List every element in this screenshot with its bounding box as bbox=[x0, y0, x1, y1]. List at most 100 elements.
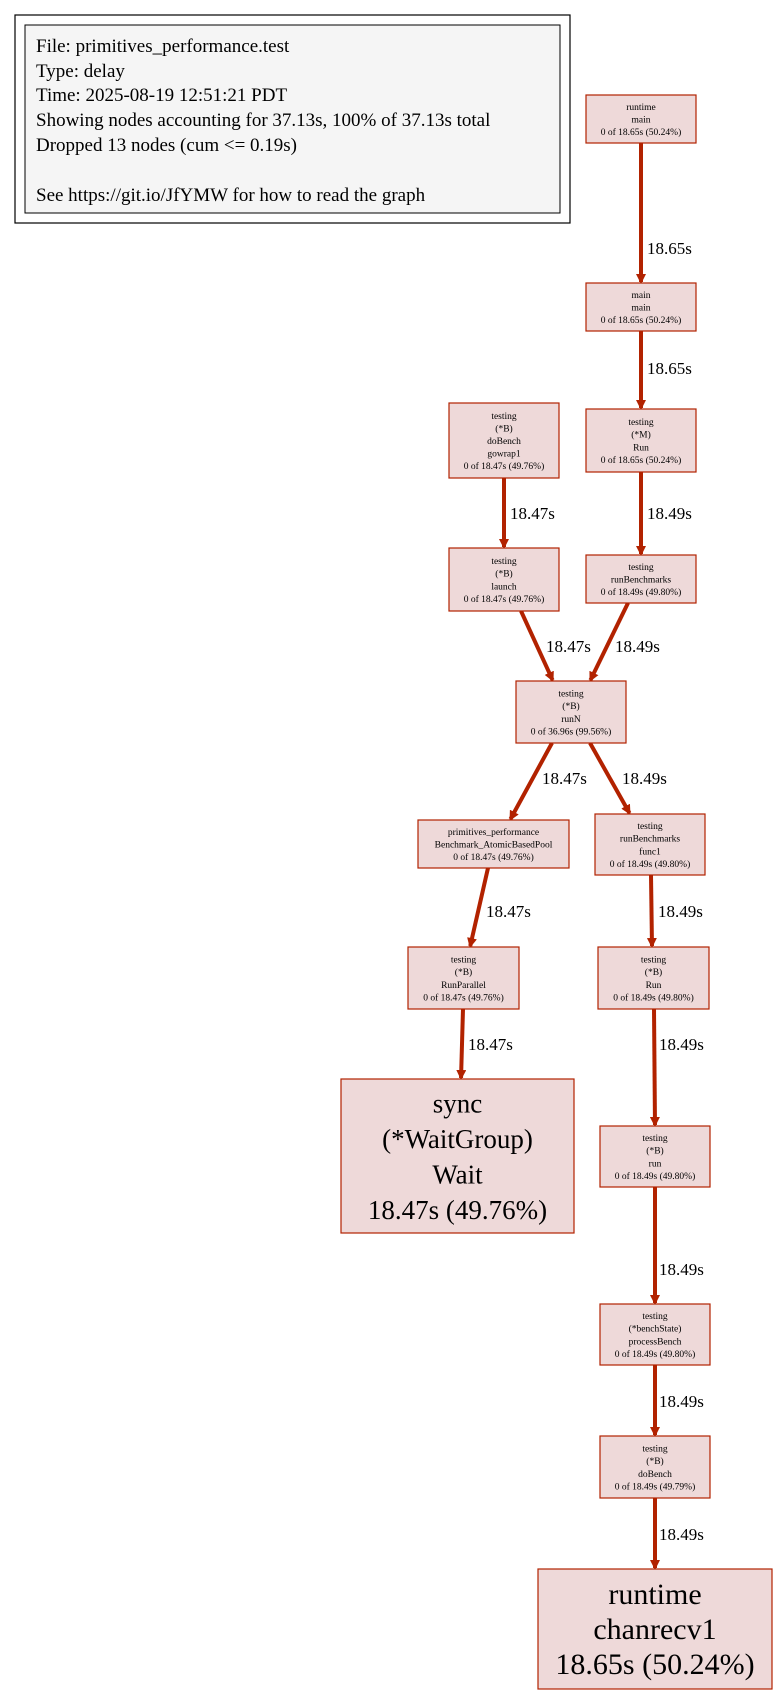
edge-line bbox=[508, 742, 554, 821]
node-label-line: primitives_performance bbox=[448, 827, 539, 838]
node-label-line: runBenchmarks bbox=[620, 835, 680, 845]
legend-line-showing: Showing nodes accounting for 37.13s, 100… bbox=[36, 110, 490, 131]
edge-label: 18.49s bbox=[659, 1392, 704, 1411]
edge-line bbox=[467, 867, 490, 948]
node-label-line: 0 of 18.49s (49.80%) bbox=[610, 859, 690, 870]
node-label-line: 0 of 18.49s (49.80%) bbox=[615, 1349, 695, 1360]
node-label-line: Wait bbox=[432, 1160, 483, 1190]
node-label-line: (*B) bbox=[495, 569, 512, 580]
node-label-line: (*B) bbox=[646, 1146, 663, 1157]
node-label-line: (*M) bbox=[631, 430, 651, 441]
legend-line-see: See https://git.io/JfYMW for how to read… bbox=[36, 185, 426, 206]
node-label-line: 18.65s (50.24%) bbox=[555, 1648, 754, 1681]
edge-line bbox=[588, 602, 630, 682]
node-label-line: (*B) bbox=[455, 967, 472, 978]
edge-testing_runBenchmarks-to-testing_B_runN: 18.49s bbox=[588, 602, 660, 682]
edge-testing_B_doBench_gowrap1-to-testing_B_launch: 18.47s bbox=[499, 478, 555, 549]
node-label-line: 0 of 18.49s (49.80%) bbox=[613, 992, 693, 1003]
node-label-line: 0 of 18.47s (49.76%) bbox=[464, 594, 544, 605]
node-label-line: runBenchmarks bbox=[611, 576, 671, 586]
node-label-line: 0 of 18.49s (49.79%) bbox=[615, 1481, 695, 1492]
node-label-line: 0 of 18.47s (49.76%) bbox=[453, 852, 533, 863]
node-label-line: testing bbox=[641, 956, 667, 966]
edge-label: 18.49s bbox=[615, 637, 660, 656]
node-label-line: testing bbox=[491, 557, 517, 567]
node-label-line: launch bbox=[491, 582, 517, 592]
edge-label: 18.47s bbox=[468, 1035, 513, 1054]
node-label-line: testing bbox=[491, 412, 517, 422]
edge-main_main-to-testing_M_Run: 18.65s bbox=[636, 331, 692, 410]
node-box bbox=[448, 547, 560, 612]
node-label-line: 0 of 18.47s (49.76%) bbox=[464, 461, 544, 472]
legend-line-dropped: Dropped 13 nodes (cum <= 0.19s) bbox=[36, 135, 297, 156]
node-label-line: (*B) bbox=[645, 967, 662, 978]
node-box bbox=[537, 1568, 773, 1690]
legend-box: File: primitives_performance.test Type: … bbox=[14, 14, 571, 224]
legend-line-time: Time: 2025-08-19 12:51:21 PDT bbox=[36, 85, 287, 106]
node-box bbox=[594, 813, 706, 876]
edges-layer: 18.65s 18.65s 18.47s 18.49s 18.47s 18.49s 18.4… bbox=[456, 143, 704, 1570]
node-box bbox=[340, 1078, 575, 1234]
edge-label: 18.49s bbox=[659, 1525, 704, 1544]
edge-testing_runBenchmarks_func1-to-testing_B_Run: 18.49s bbox=[646, 874, 703, 948]
edge-label: 18.49s bbox=[659, 1260, 704, 1279]
node-box bbox=[599, 1435, 711, 1499]
edge-primitives_AtomicBasedPool-to-testing_B_RunParallel: 18.47s bbox=[467, 867, 531, 948]
node-label-line: Run bbox=[646, 981, 662, 991]
node-label-line: 0 of 18.65s (50.24%) bbox=[601, 315, 681, 326]
edge-label: 18.47s bbox=[486, 902, 531, 921]
node-label-line: 18.47s (49.76%) bbox=[368, 1195, 547, 1225]
node-label-line: runtime bbox=[626, 103, 656, 113]
node-label-line: main bbox=[632, 291, 651, 301]
node-label-line: testing bbox=[451, 956, 477, 966]
edge-testing_B_run-to-testing_benchState_processBench: 18.49s bbox=[650, 1187, 704, 1305]
node-box bbox=[585, 554, 697, 604]
edge-label: 18.49s bbox=[658, 902, 703, 921]
edge-label: 18.49s bbox=[647, 504, 692, 523]
node-label-line: func1 bbox=[639, 846, 661, 857]
node-label-line: chanrecv1 bbox=[593, 1613, 716, 1646]
node-label-line: (*B) bbox=[562, 701, 579, 712]
node-primitives-atomicbasedpool[interactable]: primitives_performanceBenchmark_AtomicBa… bbox=[417, 819, 570, 869]
node-label-line: testing bbox=[558, 690, 584, 700]
edge-runtime_main-to-main_main: 18.65s bbox=[636, 143, 692, 284]
node-box bbox=[407, 946, 520, 1010]
edge-line bbox=[649, 1008, 660, 1127]
node-label-line: runtime bbox=[608, 1578, 701, 1611]
edge-testing_B_runN-to-testing_runBenchmarks_func1: 18.49s bbox=[588, 742, 667, 815]
legend-line-file: File: primitives_performance.test bbox=[36, 36, 290, 57]
node-label-line: 0 of 18.65s (50.24%) bbox=[601, 455, 681, 466]
node-testing-b-launch[interactable]: testing (*B) launch 0 of 18.47s (49.76%) bbox=[448, 547, 560, 612]
edge-line bbox=[646, 874, 657, 948]
edge-testing_benchState_processBench-to-testing_B_doBench: 18.49s bbox=[650, 1365, 704, 1437]
node-box bbox=[599, 1303, 711, 1366]
node-label-line: 0 of 18.49s (49.80%) bbox=[615, 1171, 695, 1182]
node-label-line: main bbox=[632, 116, 651, 126]
legend-line-type: Type: delay bbox=[36, 61, 125, 82]
edge-testing_B_RunParallel-to-sync_WaitGroup_Wait: 18.47s bbox=[456, 1008, 513, 1080]
node-box bbox=[417, 819, 570, 869]
node-label-line: runN bbox=[561, 715, 581, 725]
node-label-line: 0 of 18.65s (50.24%) bbox=[601, 127, 681, 138]
edge-label: 18.65s bbox=[647, 239, 692, 258]
node-label-line: Benchmark_AtomicBasedPool bbox=[435, 841, 553, 851]
node-label-line: 0 of 18.49s (49.80%) bbox=[601, 587, 681, 598]
node-label-line: testing bbox=[628, 563, 654, 573]
node-box bbox=[597, 946, 710, 1010]
node-label-line: (*B) bbox=[646, 1456, 663, 1467]
